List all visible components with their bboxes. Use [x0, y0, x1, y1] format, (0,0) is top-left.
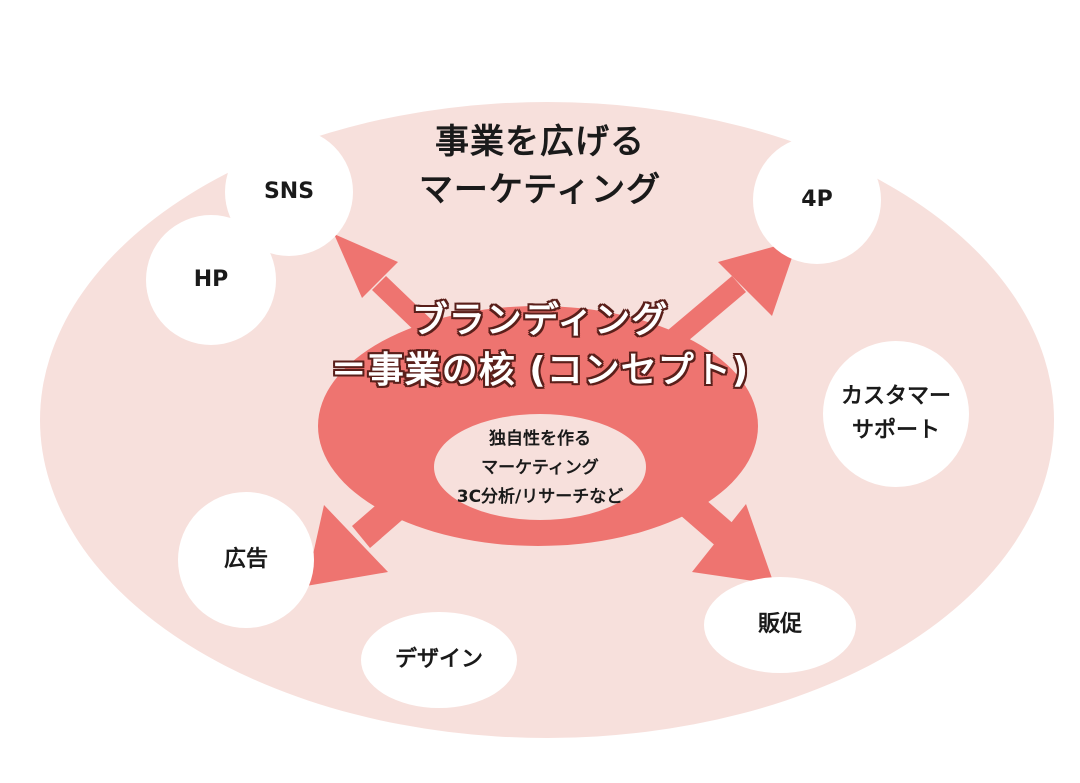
inner-line2: マーケティング — [481, 458, 599, 478]
inner-line3: 3C分析/リサーチなど — [456, 487, 624, 507]
inner-ellipse — [434, 414, 646, 520]
node-promotion-ellipse — [704, 577, 856, 673]
node-sns-label: SNS — [263, 179, 315, 204]
node-ad-label: 広告 — [223, 547, 268, 572]
arrow-to-4p — [668, 240, 798, 346]
outer-title: 事業を広げる マーケティング — [340, 118, 740, 214]
node-design-label: デザイン — [394, 647, 483, 672]
node-sns-circle — [225, 128, 353, 256]
arrow-to-sns — [334, 234, 436, 338]
core-title-line2: ＝事業の核 (コンセプト) — [330, 350, 750, 391]
node-hp-circle — [146, 215, 276, 345]
node-4p-circle — [753, 136, 881, 264]
node-promotion-label: 販促 — [757, 612, 802, 637]
outer-title-line2: マーケティング — [418, 170, 662, 210]
outer-title-line1: 事業を広げる — [435, 122, 645, 162]
node-4p-label: 4P — [801, 187, 833, 212]
node-hp-label: HP — [193, 267, 229, 292]
node-customer-support-label: カスタマー サポート — [826, 380, 966, 448]
node-customer-support-circle — [823, 341, 969, 487]
node-customer-support-line1: カスタマー — [840, 384, 951, 409]
inner-line1: 独自性を作る — [489, 429, 591, 449]
node-ad-circle — [178, 492, 314, 628]
inner-text: 独自性を作る マーケティング 3C分析/リサーチなど — [420, 425, 660, 512]
node-customer-support-line2: サポート — [851, 418, 940, 443]
node-design-ellipse — [361, 612, 517, 708]
core-title-line1: ブランディング — [411, 300, 669, 341]
core-title: ブランディング ＝事業の核 (コンセプト) — [290, 296, 790, 396]
